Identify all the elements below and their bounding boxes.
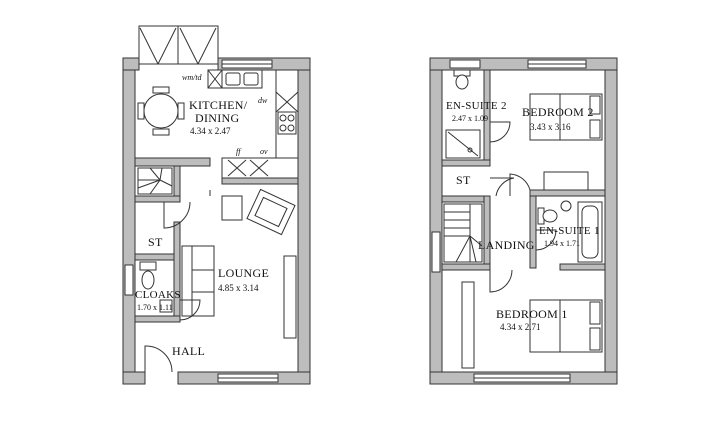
armchair	[246, 188, 296, 236]
ensuite2-door[interactable]	[489, 121, 511, 143]
first-wall-left	[429, 57, 443, 385]
ground-stairs	[137, 167, 173, 195]
ground-wall-left	[122, 57, 136, 385]
cloaks-wall-top	[134, 253, 181, 261]
cloaks-dims: 1.70 x 1.11	[137, 303, 173, 312]
bedroom2-door[interactable]	[509, 173, 531, 196]
landing-wall-bottom	[441, 263, 491, 271]
bedroom1-door[interactable]	[489, 269, 513, 293]
ground-floor-plan: wm/td dw ff ov KITCHEN/ DINING 4.34 x 2.…	[122, 25, 311, 385]
kitchen-counter-bottom	[221, 157, 299, 179]
ensuite1-wall-bottom	[559, 263, 606, 271]
cloaks-window	[124, 264, 134, 296]
cloaks-wall-bottom	[134, 315, 181, 323]
store-wall	[134, 195, 181, 203]
landing-window	[431, 231, 441, 273]
ensuite1-name: EN-SUITE 1	[539, 225, 600, 237]
first-floor-plan: EN-SUITE 2 2.47 x 1.09 BEDROOM 2 3.43 x …	[429, 57, 618, 385]
ensuite1-dims: 1.94 x 1.71	[544, 239, 580, 248]
washer-label: wm/td	[182, 73, 203, 82]
kitchen-name-line1: KITCHEN/	[189, 98, 248, 112]
landing-name: LANDING	[478, 238, 535, 252]
ensuite2-name: EN-SUITE 2	[446, 100, 507, 112]
lounge-name: LOUNGE	[218, 266, 269, 280]
front-door[interactable]	[144, 345, 173, 373]
landing-wall	[483, 195, 491, 267]
store-door[interactable]	[163, 201, 191, 229]
ground-wall-top-left	[122, 57, 140, 71]
bedroom1-name: BEDROOM 1	[496, 307, 568, 321]
cloaks-name: CLOAKS	[135, 289, 181, 301]
dishwasher-cross	[275, 91, 299, 113]
bedroom2-dims: 3.43 x 3.16	[530, 122, 571, 132]
ensuite2-dims: 2.47 x 1.09	[452, 114, 488, 123]
fridge-label: ff	[236, 147, 242, 156]
ensuite2-wc	[453, 69, 471, 90]
dishwasher-label: dw	[258, 96, 268, 105]
ensuite2-window	[449, 59, 481, 69]
store-label-first: ST	[456, 173, 471, 187]
bedroom2-wardrobe	[543, 171, 589, 191]
store-wall-bottom	[441, 195, 491, 203]
kitchen-partition	[134, 157, 211, 167]
ensuite1-basin	[560, 200, 572, 212]
ground-wall-right	[297, 57, 311, 385]
dining-table	[137, 86, 185, 136]
bedroom1-dims: 4.34 x 2.71	[500, 322, 541, 332]
cloaks-wc	[139, 261, 157, 290]
bedroom2-bed	[529, 93, 603, 141]
tv-unit	[283, 255, 297, 339]
french-doors[interactable]	[138, 25, 219, 65]
ensuite1-wc	[537, 207, 558, 225]
store-label-ground: ST	[148, 235, 163, 249]
store-door-first[interactable]	[490, 177, 515, 197]
bedroom1-bed	[529, 299, 603, 353]
sofa	[181, 245, 215, 317]
cloaks-door[interactable]	[179, 299, 201, 321]
ensuite1-wall-left	[529, 195, 537, 269]
coffee-table	[221, 195, 243, 221]
kitchen-name-line2: DINING	[195, 111, 239, 125]
ensuite1-door[interactable]	[535, 229, 557, 251]
bedroom1-wardrobe	[461, 281, 475, 369]
oven-label: ov	[260, 147, 268, 156]
lounge-dims: 4.85 x 3.14	[218, 283, 259, 293]
store-wall-2	[173, 165, 181, 197]
bedroom2-name: BEDROOM 2	[522, 105, 594, 119]
cloaks-basin	[159, 299, 173, 313]
hob	[277, 111, 297, 135]
first-stairs	[443, 203, 483, 263]
ground-wall-bottom-left	[122, 371, 146, 385]
washer-box	[207, 69, 223, 89]
kitchen-dims: 4.34 x 2.47	[190, 126, 231, 136]
hall-name: HALL	[172, 344, 205, 358]
ensuite2-wall-bottom	[441, 159, 491, 167]
appliance-crosses	[227, 159, 269, 177]
bedroom2-wall-bottom	[529, 189, 606, 197]
kitchen-sink	[221, 69, 263, 89]
first-wall-right	[604, 57, 618, 385]
ensuite1-bath	[577, 201, 603, 263]
cloaks-wall-right	[173, 221, 181, 323]
